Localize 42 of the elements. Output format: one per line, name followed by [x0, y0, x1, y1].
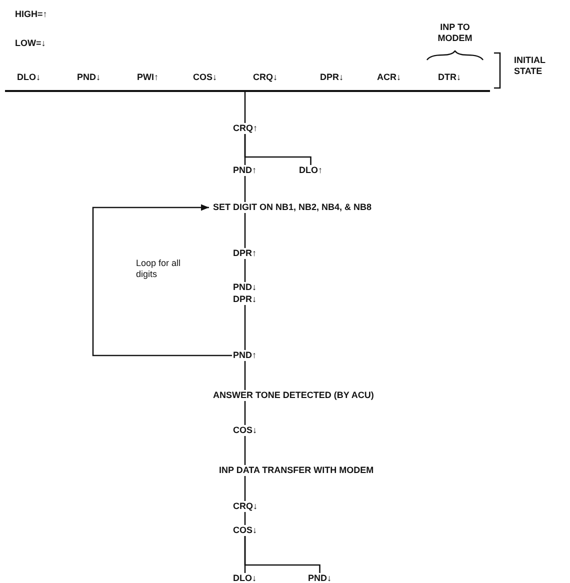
connector-line [244, 401, 246, 425]
signal-name: CRQ↓ [253, 72, 278, 83]
connector-line [244, 512, 246, 525]
legend-text: HIGH=↑ [15, 9, 48, 20]
connector-line [244, 436, 246, 465]
baseline-bar [5, 90, 490, 92]
state-label: DPR↓ [232, 294, 258, 305]
state-label: PND↑ [232, 350, 258, 361]
signal-name: PND↓ [77, 72, 101, 83]
state-label: CRQ↓ [232, 501, 258, 512]
state-label: COS↓ [232, 425, 258, 436]
state-label: ANSWER TONE DETECTED (BY ACU) [212, 390, 375, 401]
note-text: Loop for all digits [136, 258, 182, 280]
annotation-text: INP TO MODEM [436, 22, 474, 44]
connector-line [244, 134, 312, 165]
state-label: DLO↑ [298, 165, 324, 176]
state-label: COS↓ [232, 525, 258, 536]
connector-line [244, 213, 246, 248]
connector-line [244, 536, 320, 573]
signal-name: DPR↓ [320, 72, 344, 83]
state-label: SET DIGIT ON NB1, NB2, NB4, & NB8 [212, 202, 373, 213]
signal-name: ACR↓ [377, 72, 401, 83]
connector-line [244, 259, 246, 282]
signal-name: DTR↓ [438, 72, 461, 83]
connector-line [244, 305, 246, 350]
connector-line [244, 92, 246, 123]
annotation-text: INITIAL STATE [514, 55, 546, 77]
state-label: CRQ↑ [232, 123, 258, 134]
arrow [92, 204, 232, 356]
state-label: PND↑ [232, 165, 258, 176]
state-label: DPR↑ [232, 248, 258, 259]
state-label: INP DATA TRANSFER WITH MODEM [218, 465, 375, 476]
connector-line [244, 361, 246, 390]
signal-name: DLO↓ [17, 72, 40, 83]
connector-line [244, 176, 246, 202]
legend-text: LOW=↓ [15, 38, 46, 49]
state-label: PND↓ [307, 573, 333, 583]
state-label: DLO↓ [232, 573, 258, 583]
state-label: PND↓ [232, 282, 258, 293]
connector-line [244, 476, 246, 501]
signal-name: PWI↑ [137, 72, 158, 83]
signal-name: COS↓ [193, 72, 218, 83]
